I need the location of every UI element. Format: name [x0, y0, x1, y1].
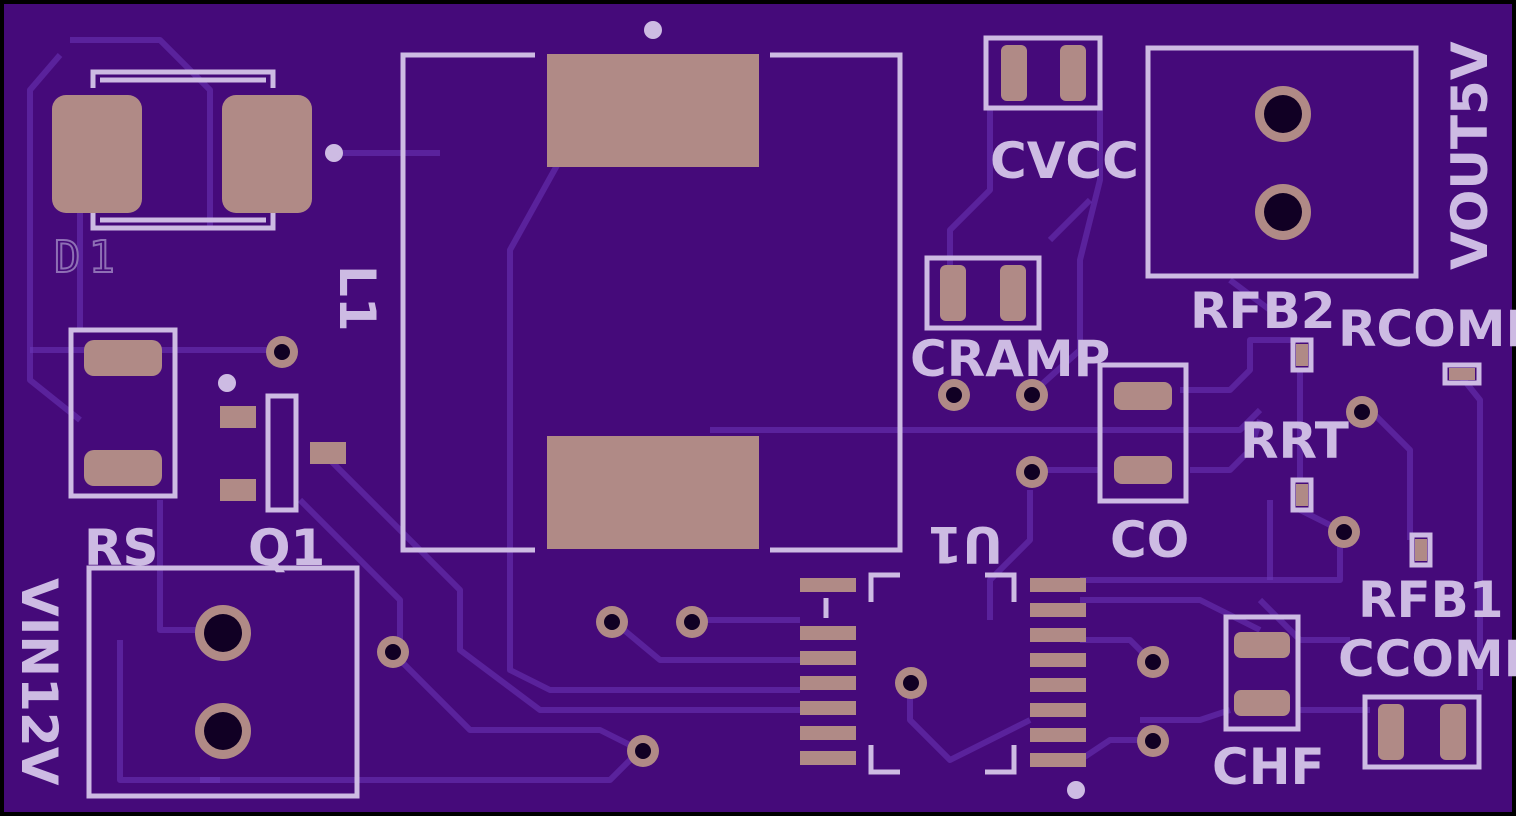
d1-diode: D1 [52, 69, 343, 284]
rrt-label: RRT [1240, 412, 1349, 470]
ccomp-pad-2 [1440, 704, 1466, 760]
chf-pad-1 [1234, 632, 1290, 658]
l1-pad-2 [547, 436, 759, 549]
co-capacitor: CO [1097, 362, 1189, 569]
d1-pad-2 [222, 95, 312, 213]
l1-label: L1 [328, 265, 386, 332]
cramp-label: CRAMP [910, 330, 1110, 388]
ccomp-pad-1 [1378, 704, 1404, 760]
rs-pad-2 [84, 450, 162, 486]
chf-pad-2 [1234, 690, 1290, 716]
cramp-pad-2 [1000, 265, 1026, 321]
traces [27, 37, 1483, 783]
ccomp-capacitor [1362, 694, 1482, 770]
rs-pad-1 [84, 340, 162, 376]
co-pad-2 [1114, 456, 1172, 484]
cvcc-capacitor: CVCC [983, 35, 1139, 190]
rrt-vias: RRT [1240, 396, 1378, 548]
chf-capacitor: CHF [1212, 614, 1325, 796]
cvcc-pad-2 [1060, 45, 1086, 101]
cvcc-pad-1 [1001, 45, 1027, 101]
d1-pad-1 [52, 95, 142, 213]
rfb1-label: RFB1 [1358, 571, 1504, 629]
cramp-pad-1 [940, 265, 966, 321]
d1-label: D1 [54, 232, 123, 283]
co-pad-1 [1114, 382, 1172, 410]
cvcc-label: CVCC [990, 132, 1139, 190]
co-label: CO [1110, 511, 1189, 569]
small-resistor-pads [1290, 337, 1482, 568]
vin12v-label: VIN12V [10, 578, 68, 786]
l1-pin1-dot [644, 21, 662, 39]
cramp-capacitor: CRAMP [910, 255, 1110, 388]
vout5v-connector: VOUT5V [1145, 41, 1499, 279]
u1-label: U1 [928, 515, 1003, 573]
rs-resistor: RS [68, 327, 178, 577]
l1-pad-1 [547, 54, 759, 167]
u1-ic: U1 [800, 515, 1086, 799]
chf-label: CHF [1212, 738, 1325, 796]
vout5v-label: VOUT5V [1441, 41, 1499, 270]
d1-pin1-dot [325, 144, 343, 162]
rcomp-label: RCOMP [1338, 300, 1516, 358]
l1-inductor: L1 [328, 21, 903, 553]
ccomp-label: CCOMP [1338, 630, 1516, 688]
rfb2-label: RFB2 [1190, 282, 1336, 340]
vias-upper [938, 379, 1048, 488]
vin12v-connector: VIN12V [10, 565, 360, 799]
vias-lower [377, 606, 1169, 767]
